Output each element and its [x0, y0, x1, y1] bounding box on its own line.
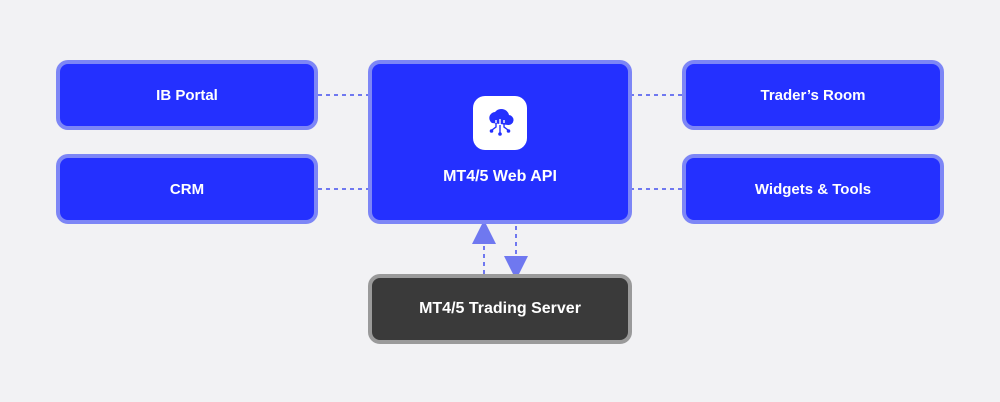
- node-crm-label: CRM: [169, 180, 205, 198]
- node-traders-room-label: Trader’s Room: [760, 86, 866, 104]
- node-web-api: MT4/5 Web API: [368, 60, 632, 224]
- node-ib-portal-label: IB Portal: [156, 86, 218, 104]
- node-traders-room: Trader’s Room: [682, 60, 944, 130]
- cloud-network-icon: [473, 96, 527, 150]
- node-widgets-tools-label: Widgets & Tools: [754, 180, 872, 198]
- node-widgets-tools: Widgets & Tools: [682, 154, 944, 224]
- node-crm: CRM: [56, 154, 318, 224]
- node-ib-portal: IB Portal: [56, 60, 318, 130]
- node-trading-server: MT4/5 Trading Server: [368, 274, 632, 344]
- node-trading-server-label: MT4/5 Trading Server: [419, 300, 581, 317]
- node-web-api-label: MT4/5 Web API: [443, 168, 557, 185]
